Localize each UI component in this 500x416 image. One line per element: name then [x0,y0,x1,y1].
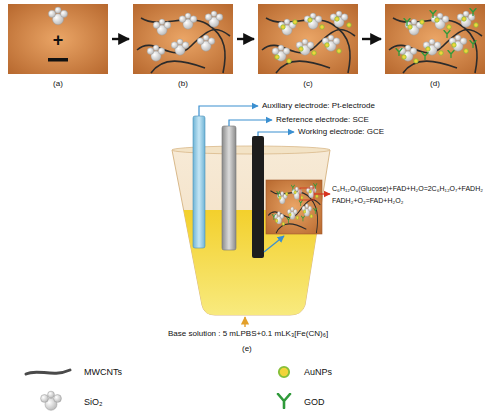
electrodes [193,116,264,258]
panel-b-illustration [133,4,233,74]
panel-box: +(a) [8,4,108,74]
legend-text: SiO₂ [84,397,103,407]
legend-text: MWCNTs [84,367,122,377]
electrode-label: Auxiliary electrode: Pt-electrode [262,101,375,111]
panel-caption: (e) [242,344,252,354]
panel-a-illustration [8,4,108,74]
panel-caption: (c) [258,79,358,89]
charge-sign: + [8,30,108,50]
legend-entry: SiO₂ [84,396,103,408]
reaction-equation: C₆H₁₂O₆(Glucose)+FAD+H₂O=2C₆H₁₂O₇+FADH₂ [332,184,483,194]
process-arrow [237,38,254,40]
legend-entry: MWCNTs [84,366,122,378]
legend-entry: AuNPs [304,366,332,378]
electrode-label: Working electrode: GCE [298,127,384,137]
panel-c-illustration [258,4,358,74]
electrode-label: Reference electrode: SCE [276,115,369,125]
panel-d-illustration [385,4,485,74]
legend-icons [26,367,290,410]
legend-text: GOD [304,397,325,407]
base-solution-arrow [245,317,246,327]
panel-caption: (a) [8,79,108,89]
reaction-equation: FADH₂+O₂=FAD+H₂O₂ [332,196,403,206]
legend-text: AuNPs [304,367,332,377]
solution-label: Base solution : 5 mLPBS+0.1 mLK₃[Fe(CN)₆… [168,329,328,339]
legend-entry: GOD [304,396,325,408]
process-arrow [362,38,381,40]
panel-caption: (d) [385,79,485,89]
electrode-surface-inset [266,180,330,234]
panel-box: (d) [385,4,485,74]
process-arrow [112,38,129,40]
panel-box: (c) [258,4,358,74]
panel-caption: (b) [133,79,233,89]
panel-box: (b) [133,4,233,74]
